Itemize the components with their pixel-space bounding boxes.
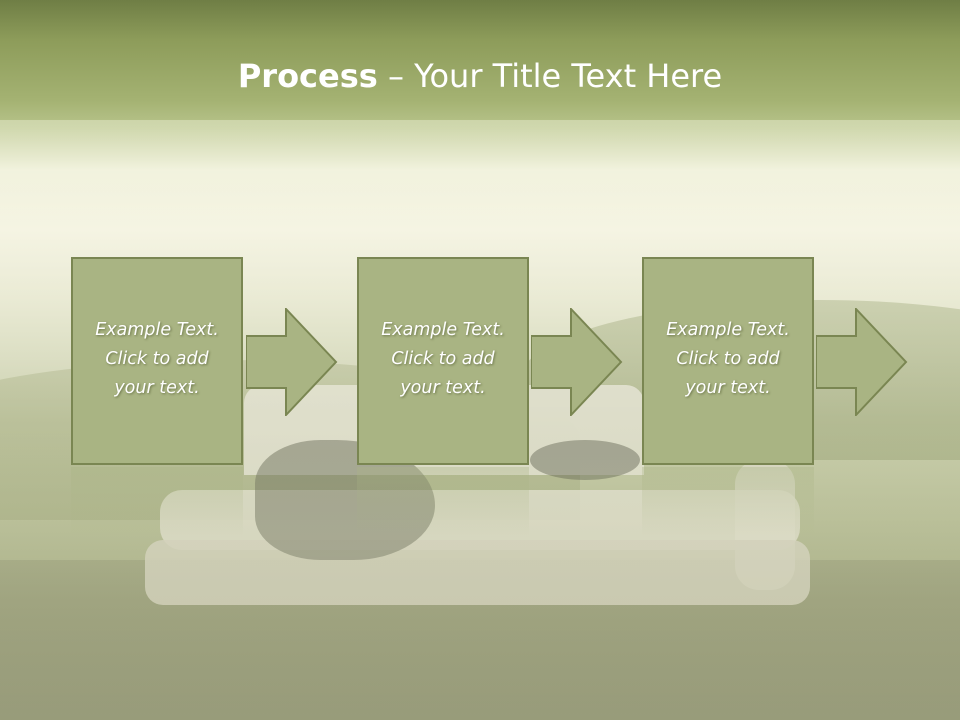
slide-title[interactable]: Process – Your Title Text Here	[0, 56, 960, 96]
slide-title-rest: – Your Title Text Here	[377, 57, 723, 95]
step-text-line: Click to add	[391, 349, 495, 369]
sofa-base	[145, 540, 810, 605]
person-legs	[530, 440, 640, 480]
step-text-line: Example Text.	[95, 320, 219, 340]
process-arrow-3-icon[interactable]	[816, 308, 908, 416]
process-step-1-text[interactable]: Example Text. Click to add your text.	[89, 316, 225, 403]
step-reflection	[71, 467, 243, 537]
process-step-1-box[interactable]: Example Text. Click to add your text.	[71, 257, 243, 465]
step-reflection	[642, 467, 814, 537]
step-text-line: your text.	[400, 378, 486, 398]
process-step-2-box[interactable]: Example Text. Click to add your text.	[357, 257, 529, 465]
step-text-line: Example Text.	[666, 320, 790, 340]
process-arrow-1-icon[interactable]	[246, 308, 338, 416]
step-text-line: Click to add	[676, 349, 780, 369]
slide-title-bold: Process	[237, 57, 378, 95]
step-text-line: Example Text.	[381, 320, 505, 340]
process-step-2-text[interactable]: Example Text. Click to add your text.	[375, 316, 511, 403]
step-reflection	[357, 467, 529, 537]
process-step-3-text[interactable]: Example Text. Click to add your text.	[660, 316, 796, 403]
process-step-3-box[interactable]: Example Text. Click to add your text.	[642, 257, 814, 465]
process-arrow-2-icon[interactable]	[531, 308, 623, 416]
step-text-line: your text.	[114, 378, 200, 398]
step-text-line: Click to add	[105, 349, 209, 369]
step-text-line: your text.	[685, 378, 771, 398]
